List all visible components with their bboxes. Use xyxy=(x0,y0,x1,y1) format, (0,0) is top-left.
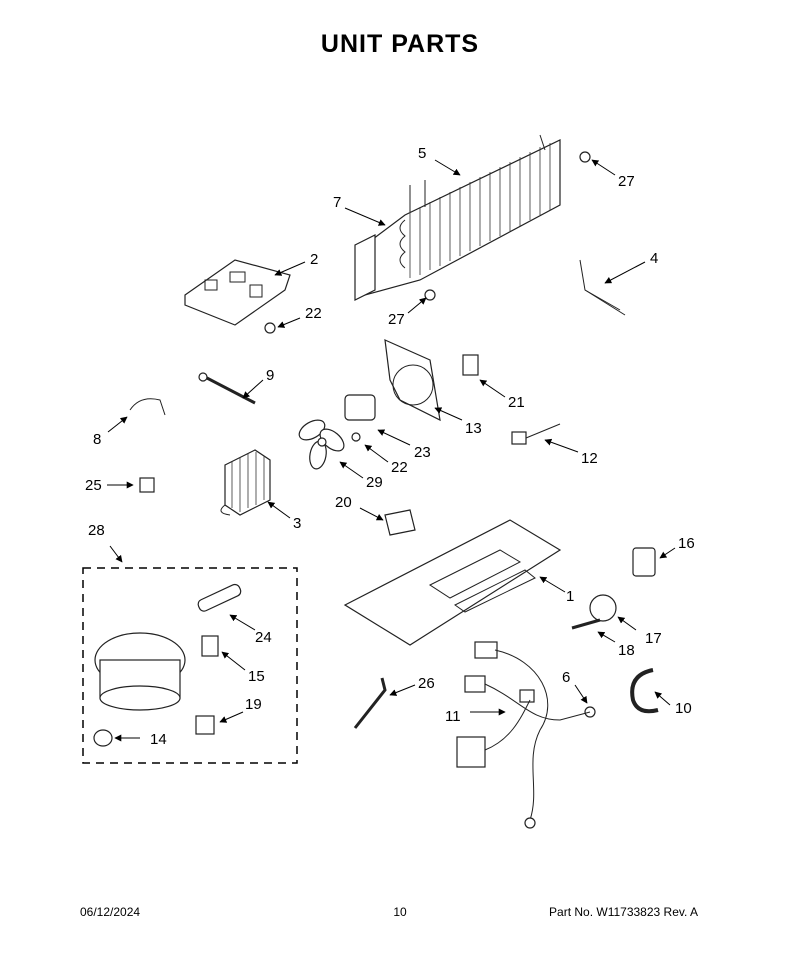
callout-23: 23 xyxy=(414,444,431,461)
bracket xyxy=(462,354,479,376)
callout-18: 18 xyxy=(618,642,635,659)
callout-27a: 27 xyxy=(618,173,635,190)
screw-27a xyxy=(579,151,591,163)
drier xyxy=(197,583,242,612)
callout-labels: 5 7 27 2 4 22 27 9 21 8 13 23 12 22 29 2… xyxy=(85,145,695,748)
callout-7: 7 xyxy=(333,194,341,211)
start-relay xyxy=(201,635,219,657)
tube-26 xyxy=(353,677,387,729)
compressor-kit-box xyxy=(82,567,298,764)
screw-22b xyxy=(351,432,361,442)
callout-4: 4 xyxy=(650,250,658,267)
callout-1: 1 xyxy=(566,588,574,605)
callout-25: 25 xyxy=(85,477,102,494)
page-title: UNIT PARTS xyxy=(320,30,480,58)
hose-10 xyxy=(630,668,659,714)
wire-harness xyxy=(456,641,591,829)
fan-shroud xyxy=(384,339,441,422)
callout-26: 26 xyxy=(418,675,435,692)
callout-20: 20 xyxy=(335,494,352,511)
grommet xyxy=(93,729,113,747)
callout-8: 8 xyxy=(93,431,101,448)
plate-20 xyxy=(384,509,416,536)
callout-21: 21 xyxy=(508,394,525,411)
callout-19: 19 xyxy=(245,696,262,713)
callout-27b: 27 xyxy=(388,311,405,328)
callout-29: 29 xyxy=(366,474,383,491)
callout-12: 12 xyxy=(581,450,598,467)
relay-16 xyxy=(632,547,656,577)
screw-22a xyxy=(264,322,276,334)
callout-22a: 22 xyxy=(305,305,322,322)
callout-14: 14 xyxy=(150,731,167,748)
fan-blade xyxy=(298,419,345,470)
sensor-harness xyxy=(579,259,626,316)
connector-12 xyxy=(511,423,561,445)
callout-13: 13 xyxy=(465,420,482,437)
callout-3: 3 xyxy=(293,515,301,532)
callout-2: 2 xyxy=(310,251,318,268)
callout-6: 6 xyxy=(562,669,570,686)
callout-28: 28 xyxy=(88,522,105,539)
callout-9: 9 xyxy=(266,367,274,384)
base-pan xyxy=(343,519,562,646)
retainer-clip xyxy=(129,398,166,416)
callout-10: 10 xyxy=(675,700,692,717)
footer-date: 06/12/2024 xyxy=(80,905,141,919)
callout-24: 24 xyxy=(255,629,272,646)
callout-16: 16 xyxy=(678,535,695,552)
cap-17 xyxy=(589,594,617,622)
defrost-heater xyxy=(198,372,256,405)
compressor xyxy=(94,632,186,711)
callout-11: 11 xyxy=(445,708,461,725)
evaporator-coil xyxy=(354,134,561,301)
bolt-18 xyxy=(571,618,601,630)
screw-27b xyxy=(424,289,436,301)
condenser xyxy=(220,449,271,516)
fan-motor xyxy=(344,394,376,421)
footer-part-number: Part No. W11733823 Rev. A xyxy=(549,905,698,919)
clip-25 xyxy=(139,477,155,493)
control-board xyxy=(184,259,291,326)
leader-lines xyxy=(107,159,676,742)
callout-17: 17 xyxy=(645,630,662,647)
callout-22b: 22 xyxy=(391,459,408,476)
overload xyxy=(195,715,215,735)
evaporator-fins xyxy=(399,143,551,278)
callout-15: 15 xyxy=(248,668,265,685)
footer-page-number: 10 xyxy=(393,905,407,919)
callout-5: 5 xyxy=(418,145,426,162)
